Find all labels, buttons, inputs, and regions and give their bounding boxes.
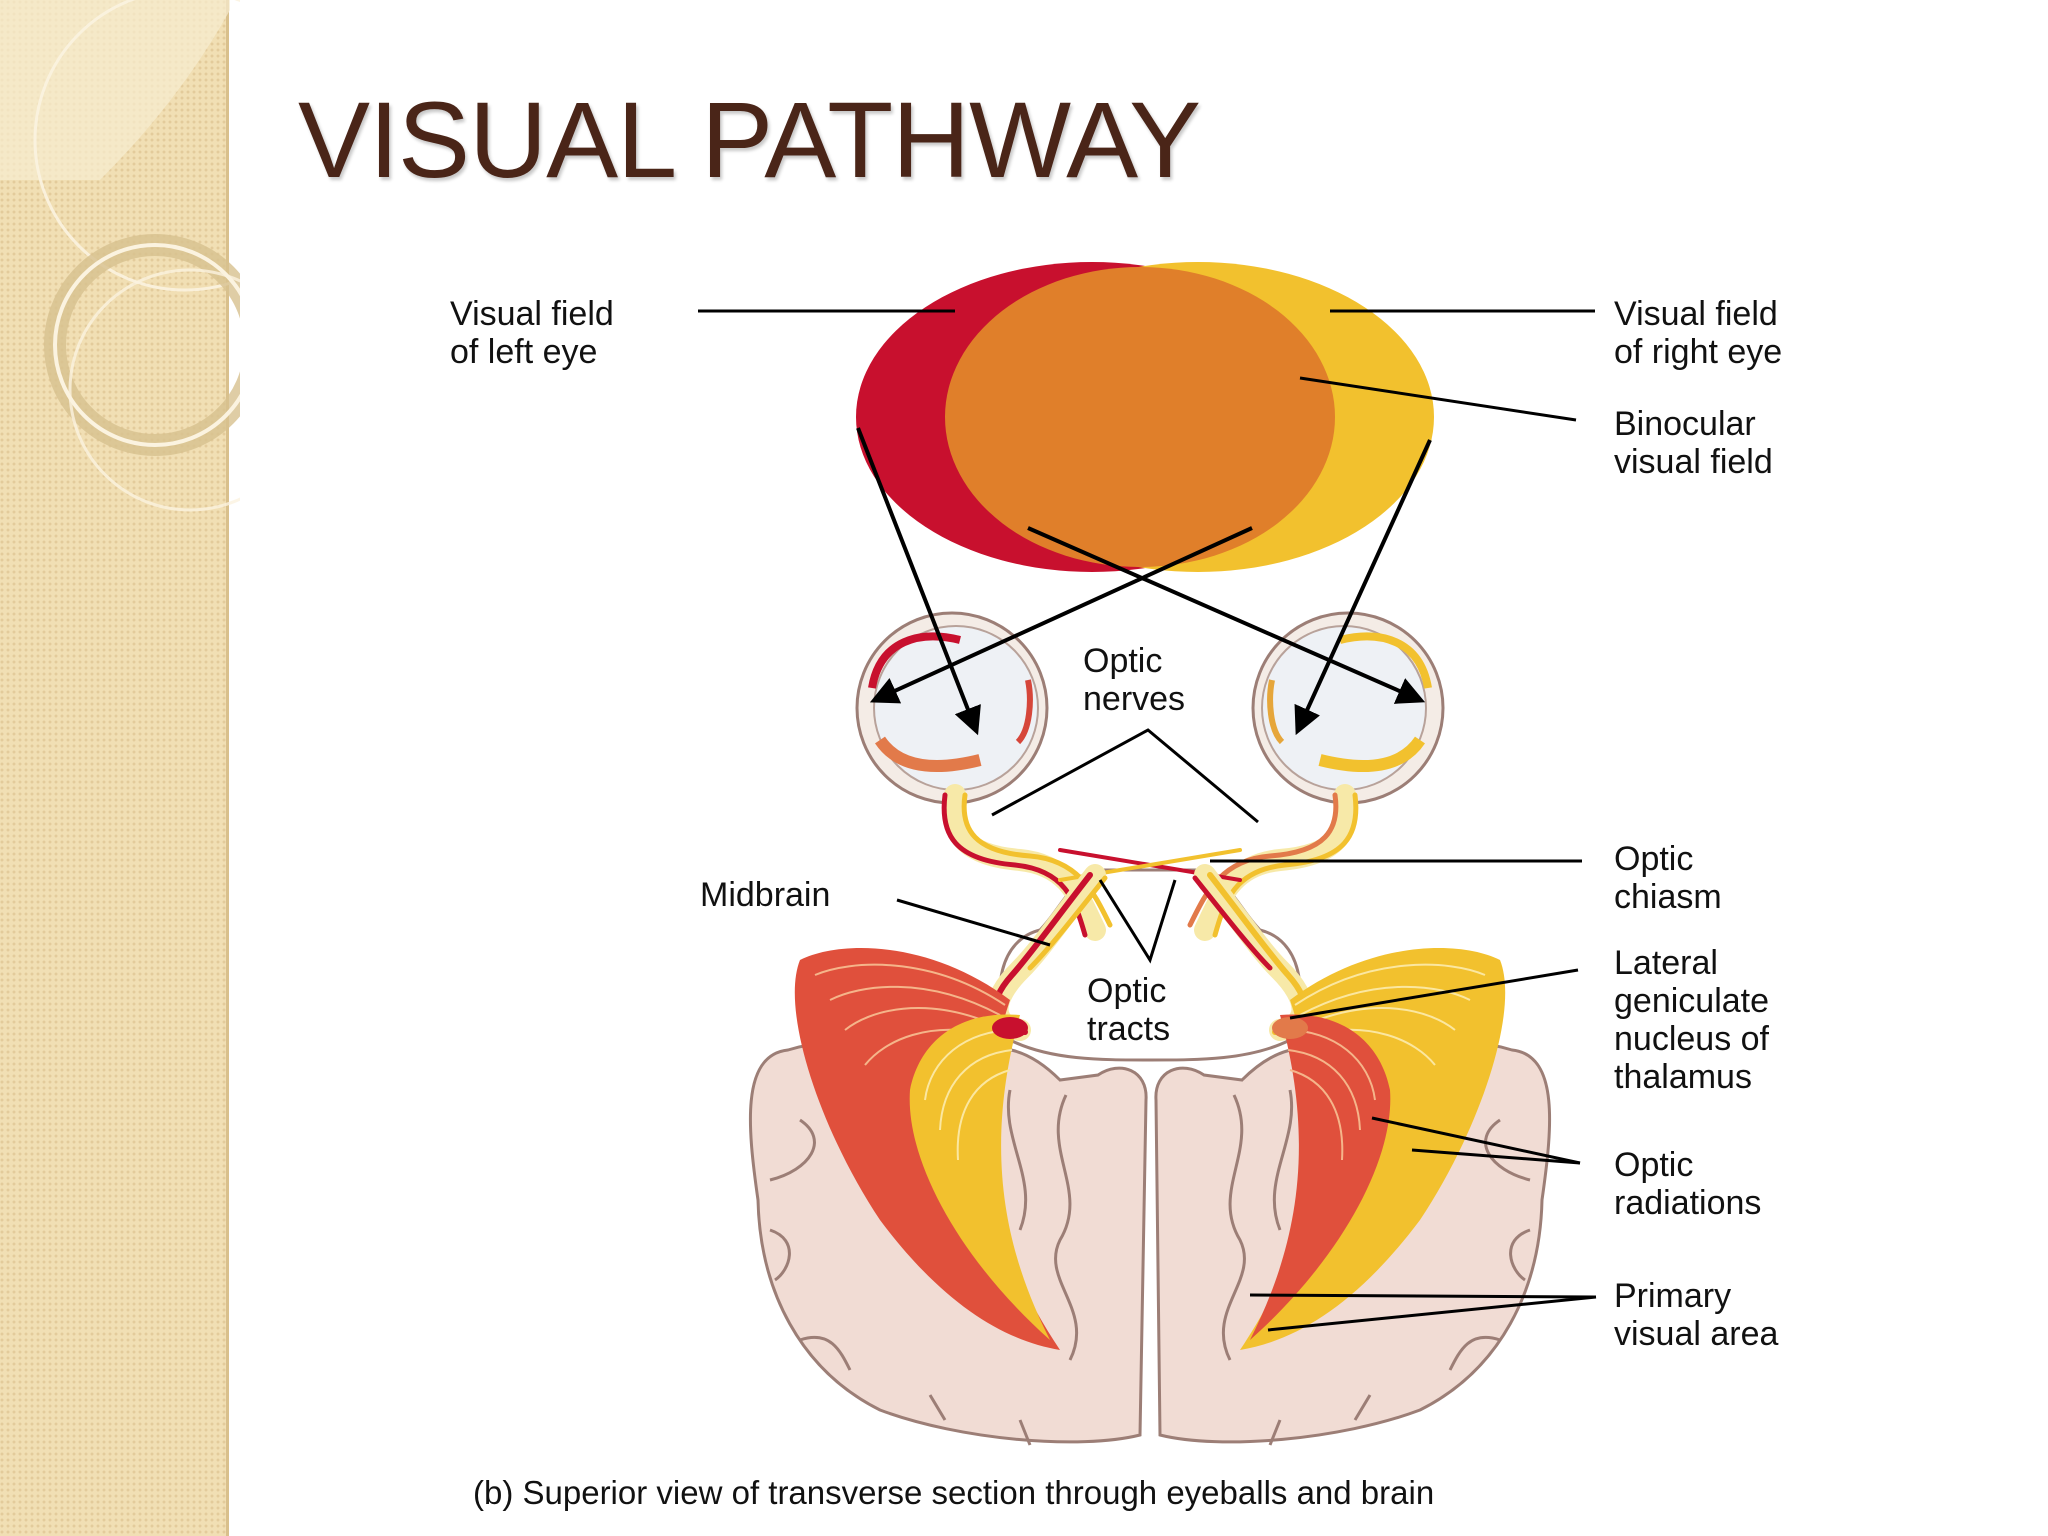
slide-title: VISUAL PATHWAY: [298, 79, 1201, 200]
figure-caption: (b) Superior view of transverse section …: [473, 1474, 1434, 1511]
left-lgn: [992, 1017, 1028, 1039]
binocular-field: [945, 267, 1335, 567]
label-optic-radiations: Optic radiations: [1614, 1146, 1761, 1222]
side-decor-edge: [226, 0, 229, 1536]
field-projection-arrows: [856, 427, 1432, 736]
label-optic-nerves: Optic nerves: [1083, 642, 1185, 718]
right-eyeball: [1251, 611, 1445, 805]
decorative-rings: [0, 0, 240, 512]
left-eyeball: [855, 611, 1049, 805]
right-sulci: [1222, 1089, 1531, 1446]
right-optic-radiation: [1240, 948, 1506, 1350]
label-lateral-geniculate: Lateral geniculate nucleus of thalamus: [1614, 944, 1778, 1096]
label-visual-field-left: Visual field of left eye: [450, 295, 623, 371]
label-visual-field-right: Visual field of right eye: [1614, 295, 1787, 371]
label-optic-chiasm: Optic chiasm: [1614, 840, 1722, 916]
label-midbrain: Midbrain: [700, 876, 830, 914]
right-lgn: [1272, 1017, 1308, 1039]
left-optic-radiation: [794, 948, 1060, 1350]
label-optic-tracts: Optic tracts: [1087, 972, 1176, 1048]
label-primary-visual-area: Primary visual area: [1614, 1277, 1779, 1353]
left-sulci: [769, 1089, 1078, 1446]
label-binocular-visual-field: Binocular visual field: [1614, 405, 1773, 481]
leader-lines: [698, 309, 1597, 1332]
diagram-labels: Visual field of left eye Visual field of…: [450, 295, 1787, 1511]
visual-fields: [856, 262, 1434, 572]
